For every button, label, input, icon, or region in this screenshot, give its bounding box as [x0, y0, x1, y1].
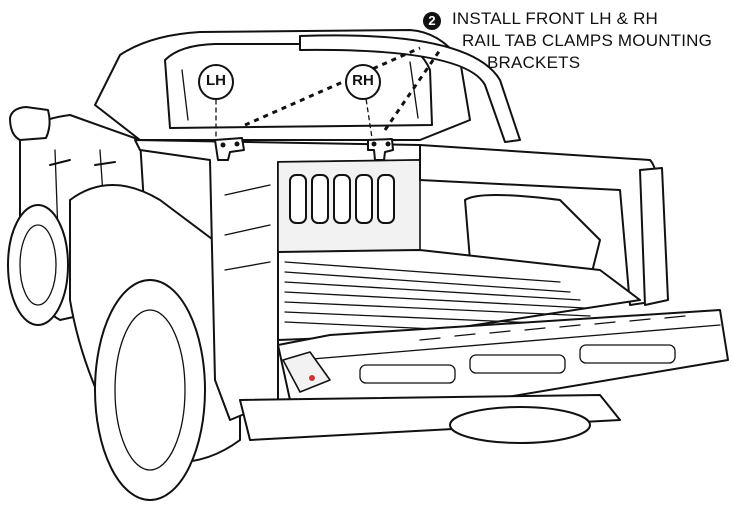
rh-label: RH	[352, 72, 374, 89]
lh-mounting-bracket	[214, 137, 245, 161]
callout-line-3: BRACKETS	[487, 53, 581, 72]
step-number-badge: 2	[423, 12, 441, 30]
tailgate-top-ribs	[419, 315, 686, 341]
bed-floor	[277, 249, 641, 341]
callout-line-1: INSTALL FRONT LH & RH	[452, 9, 659, 28]
underside-tire	[449, 406, 591, 444]
rh-mounting-bracket	[367, 138, 394, 161]
rh-callout-bubble	[345, 64, 381, 100]
tailgate-latch	[282, 351, 331, 393]
front-wall-ribs	[289, 174, 395, 224]
bed-floor-ribs	[284, 261, 591, 333]
lh-callout-bubble	[198, 64, 234, 100]
lh-label: LH	[206, 72, 226, 89]
leader-line-rh	[383, 49, 442, 131]
sports-bar	[299, 34, 521, 143]
latch-detail	[309, 375, 315, 381]
side-mirror	[9, 106, 51, 141]
callout-line-2: RAIL TAB CLAMPS MOUNTING	[462, 31, 713, 50]
rear-wheel	[94, 279, 206, 501]
front-wheel	[7, 204, 69, 326]
tailgate-ribs	[359, 344, 676, 384]
leader-line-lh	[244, 46, 421, 127]
